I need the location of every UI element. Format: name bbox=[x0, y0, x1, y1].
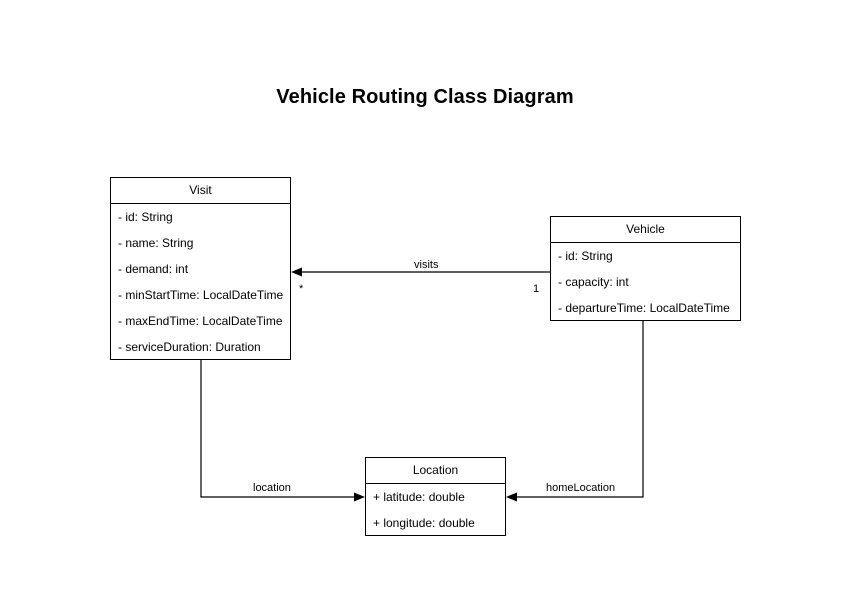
class-name-vehicle: Vehicle bbox=[551, 217, 740, 243]
page-title: Vehicle Routing Class Diagram bbox=[276, 86, 574, 108]
attribute-row: - name: String bbox=[118, 236, 194, 250]
class-attributes-location: + latitude: double + longitude: double bbox=[366, 484, 505, 536]
attribute-row: - demand: int bbox=[118, 262, 189, 276]
class-box-vehicle[interactable]: Vehicle - id: String - capacity: int - d… bbox=[550, 216, 741, 321]
class-attributes-visit: - id: String - name: String - demand: in… bbox=[111, 204, 290, 360]
edge-label-home-location: homeLocation bbox=[546, 482, 616, 494]
class-box-location[interactable]: Location + latitude: double + longitude:… bbox=[365, 457, 506, 536]
attribute-row: - id: String bbox=[118, 210, 173, 224]
edge-label-visits: visits bbox=[414, 259, 439, 271]
attribute-row: - capacity: int bbox=[558, 275, 629, 289]
class-box-visit[interactable]: Visit - id: String - name: String - dema… bbox=[110, 177, 291, 360]
edge-label-location: location bbox=[253, 482, 291, 494]
attribute-row: + latitude: double bbox=[373, 490, 465, 504]
class-name-location: Location bbox=[366, 458, 505, 484]
attribute-row: + longitude: double bbox=[373, 516, 475, 530]
edge-home-location bbox=[506, 321, 644, 502]
attribute-row: - maxEndTime: LocalDateTime bbox=[118, 314, 283, 328]
attribute-row: - departureTime: LocalDateTime bbox=[558, 301, 730, 315]
attribute-row: - serviceDuration: Duration bbox=[118, 340, 261, 354]
attribute-row: - minStartTime: LocalDateTime bbox=[118, 288, 284, 302]
class-name-visit: Visit bbox=[111, 178, 290, 204]
multiplicity-visits-source: 1 bbox=[533, 283, 540, 295]
multiplicity-visits-target: * bbox=[299, 283, 304, 295]
attribute-row: - id: String bbox=[558, 249, 613, 263]
edge-location bbox=[200, 360, 365, 502]
class-attributes-vehicle: - id: String - capacity: int - departure… bbox=[551, 243, 740, 321]
